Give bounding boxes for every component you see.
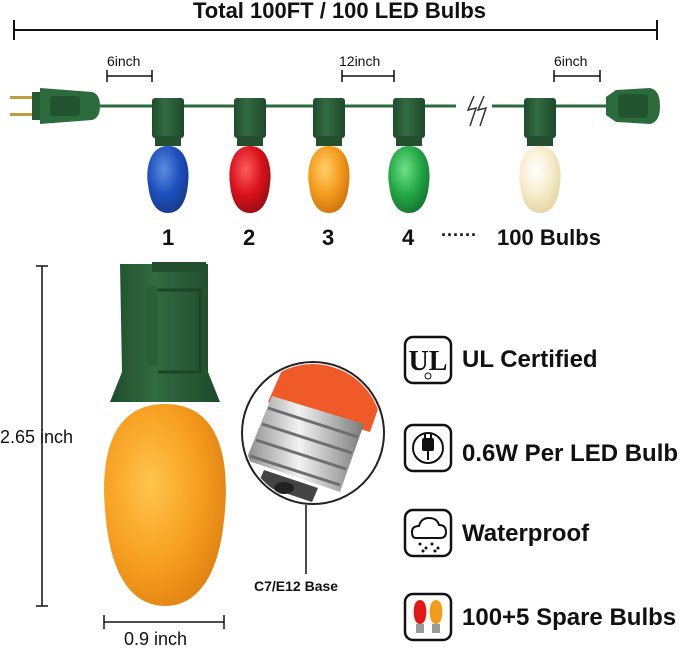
- bulb-1: [147, 98, 189, 213]
- bulb-4: [388, 98, 430, 213]
- page-title: Total 100FT / 100 LED Bulbs: [193, 0, 486, 23]
- spare-bulbs-icon: [403, 592, 453, 642]
- height-dimension: [36, 265, 48, 607]
- female-plug-icon: [606, 88, 660, 124]
- bulb-number-1: 1: [162, 225, 175, 250]
- break-icon: [466, 95, 488, 127]
- male-plug-icon: [10, 88, 100, 124]
- svg-text:UL: UL: [409, 346, 448, 377]
- feature-waterproof: Waterproof: [462, 520, 590, 547]
- feature-ul-certified: UL Certified: [462, 346, 598, 373]
- width-label: 0.9 inch: [124, 629, 188, 649]
- large-bulb: [104, 262, 226, 606]
- rain-cloud-icon: [403, 508, 453, 558]
- plug-icon: [403, 423, 453, 473]
- spacing-label-middle: 12inch: [339, 53, 381, 69]
- total-bulbs-label: 100 Bulbs: [497, 225, 601, 250]
- feature-spare-bulbs: 100+5 Spare Bulbs: [462, 604, 677, 631]
- ul-icon: UL: [403, 335, 453, 385]
- ellipsis: ······: [441, 225, 477, 245]
- base-detail-circle: [241, 361, 385, 574]
- width-dimension: [103, 615, 225, 629]
- total-length-dimension: [13, 20, 658, 40]
- bulb-100: [519, 98, 561, 213]
- bulb-3: [308, 98, 350, 213]
- bulb-number-4: 4: [402, 225, 415, 250]
- spacing-label-left: 6inch: [107, 53, 141, 69]
- bulb-number-3: 3: [322, 225, 335, 250]
- spacing-label-right: 6inch: [554, 53, 588, 69]
- bulb-2: [229, 98, 271, 213]
- feature-power: 0.6W Per LED Bulb: [462, 440, 679, 467]
- base-label: C7/E12 Base: [254, 578, 339, 594]
- spacing-markers: [106, 70, 601, 82]
- bulb-number-2: 2: [243, 225, 256, 250]
- height-label: 2.65 inch: [0, 427, 74, 447]
